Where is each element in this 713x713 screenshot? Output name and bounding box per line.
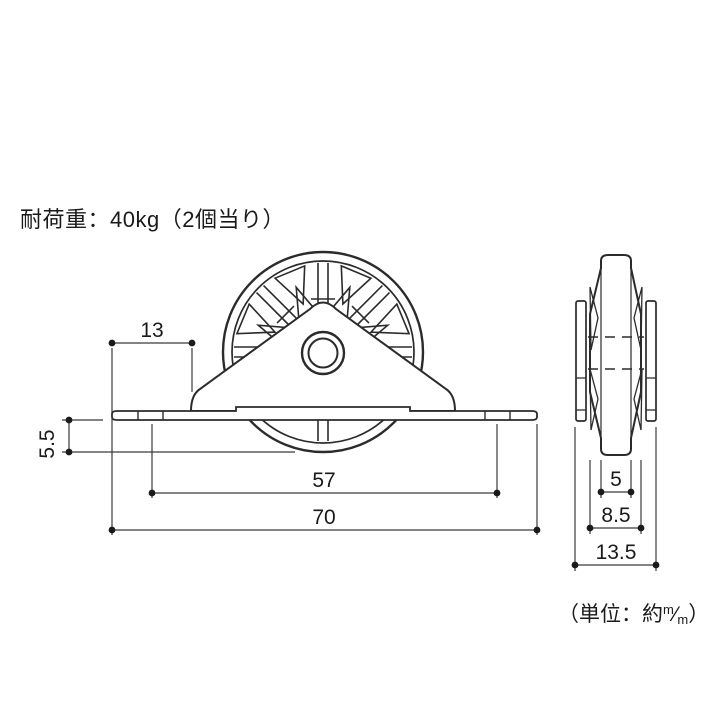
unit-fraction-slash: ⁄ bbox=[673, 603, 678, 626]
wheel-inner-rim bbox=[231, 260, 415, 444]
dim-label-8.5: 8.5 bbox=[601, 504, 630, 527]
dimension-protrusion-5.5: 5.5 bbox=[36, 416, 295, 459]
dimension-overall-width-13.5: 13.5 bbox=[571, 427, 660, 571]
wheel-outer-rim bbox=[221, 250, 425, 454]
unit-denominator: m bbox=[677, 612, 689, 627]
side-center-dashes bbox=[588, 336, 644, 370]
unit-suffix: ） bbox=[688, 603, 710, 626]
dim-label-57: 57 bbox=[312, 469, 335, 492]
front-wheel bbox=[221, 250, 425, 454]
mounting-plate bbox=[111, 406, 538, 421]
side-view-drawing bbox=[575, 254, 657, 456]
front-view-drawing bbox=[111, 250, 538, 454]
dim-label-13.5: 13.5 bbox=[596, 541, 637, 564]
dimension-wheel-width-8.5: 8.5 bbox=[586, 460, 645, 534]
dimension-tread-5: 5 bbox=[597, 460, 635, 498]
dim-label-13: 13 bbox=[140, 319, 163, 342]
side-plate-left bbox=[575, 300, 587, 422]
dim-label-5.5: 5.5 bbox=[36, 429, 59, 458]
dimension-slot-span-57: 57 bbox=[148, 424, 501, 498]
load-capacity-label: 耐荷重：40kg（2個当り） bbox=[20, 207, 285, 232]
screw-slot-left bbox=[137, 411, 164, 420]
side-plate-ticks bbox=[576, 377, 656, 411]
side-wheel-profile bbox=[589, 254, 642, 456]
axle-hub bbox=[300, 330, 346, 376]
dim-label-70: 70 bbox=[312, 506, 335, 529]
unit-note-label: （単位：約m⁄m） bbox=[558, 598, 709, 628]
side-wheel-tread-lines bbox=[600, 268, 632, 438]
side-plate-right bbox=[645, 300, 657, 422]
dim-label-5: 5 bbox=[610, 468, 622, 491]
unit-prefix: （単位：約 bbox=[558, 603, 663, 626]
unit-numerator: m bbox=[663, 602, 674, 617]
screw-slot-right bbox=[484, 411, 511, 420]
dimension-tab-width-13: 13 bbox=[108, 319, 196, 535]
mounting-plate-outline bbox=[111, 406, 538, 421]
side-spoke-blades bbox=[589, 286, 643, 431]
dimension-plate-width-70: 70 bbox=[108, 424, 541, 535]
